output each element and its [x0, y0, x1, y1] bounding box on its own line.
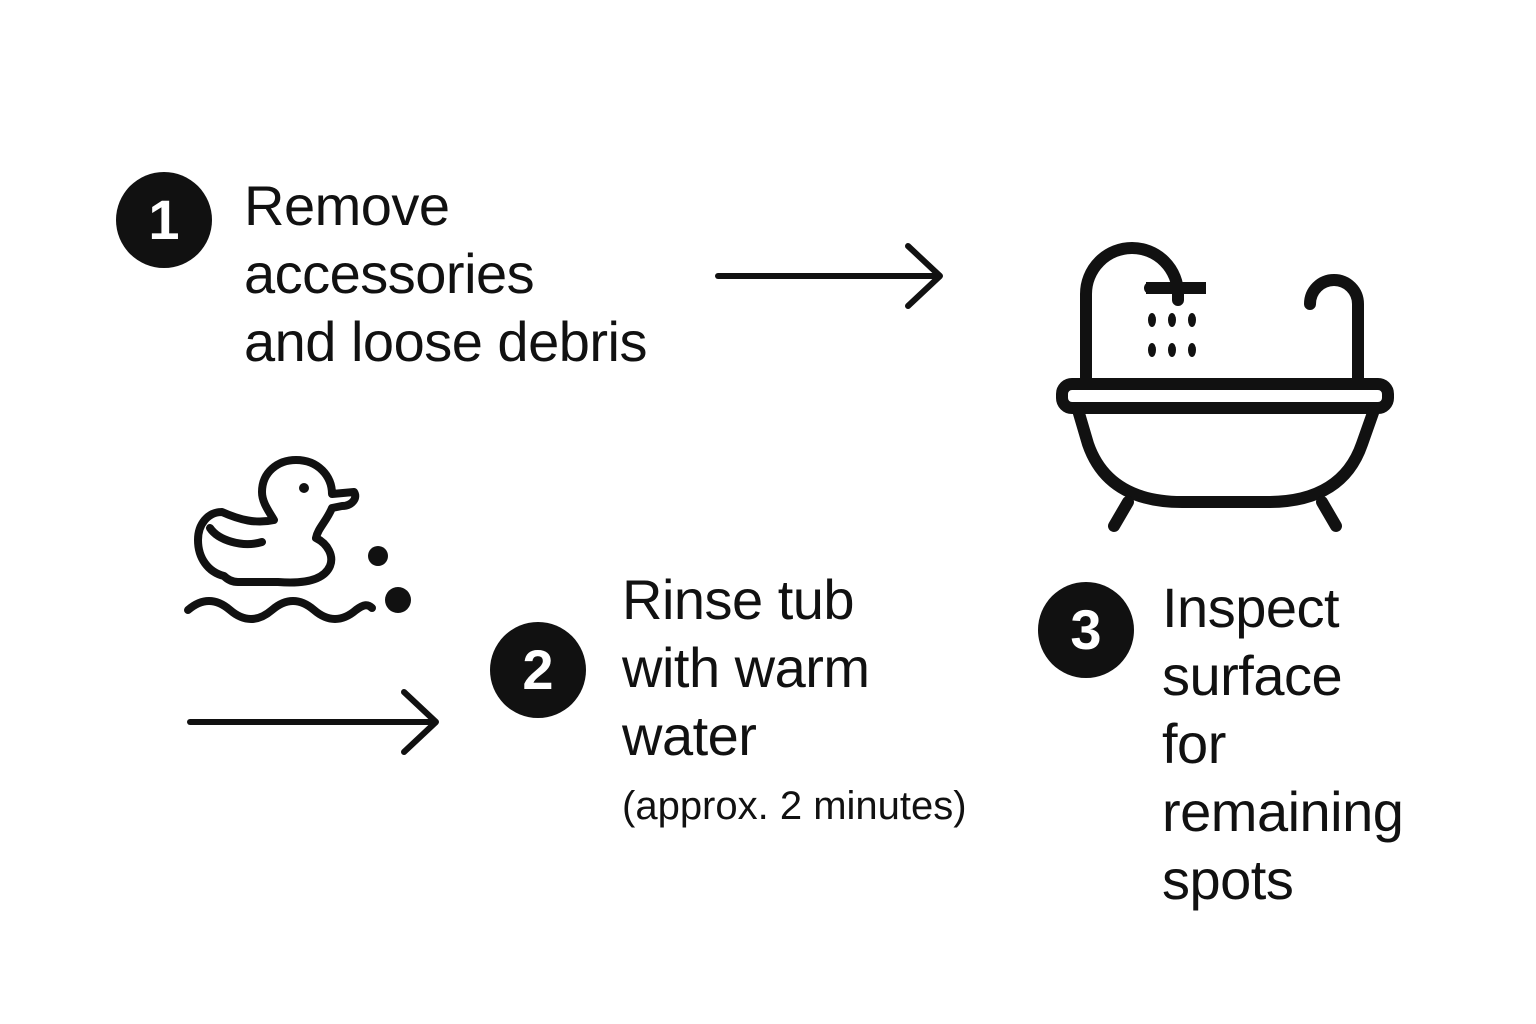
step-3-label: Inspect surface for remaining spots [1162, 574, 1404, 914]
step-2-line-3: water [622, 704, 757, 767]
step-3-line-3: for [1162, 712, 1226, 775]
step-2-duration-note: (approx. 2 minutes) [622, 784, 967, 828]
rubber-duck-icon [184, 456, 411, 623]
step-2-label: Rinse tub with warm water [622, 566, 870, 770]
step-3-line-5: spots [1162, 848, 1294, 911]
step-3-line-1: Inspect [1162, 576, 1340, 639]
step-3-line-2: surface [1162, 644, 1343, 707]
step-1-number-badge: 1 [116, 172, 212, 268]
step-2-line-1: Rinse tub [622, 568, 855, 631]
step-1-line-3: and loose debris [244, 310, 647, 373]
arrow-right-icon [715, 243, 943, 309]
bathtub-with-shower-icon [1056, 242, 1394, 532]
arrow-right-icon [187, 689, 439, 755]
step-2-number-badge: 2 [490, 622, 586, 718]
step-2-line-2: with warm [622, 636, 870, 699]
step-1-line-1: Remove [244, 174, 450, 237]
step-1-line-2: accessories [244, 242, 535, 305]
step-3-line-4: remaining [1162, 780, 1404, 843]
step-3-number-badge: 3 [1038, 582, 1134, 678]
step-1-label: Remove accessories and loose debris [244, 172, 647, 376]
